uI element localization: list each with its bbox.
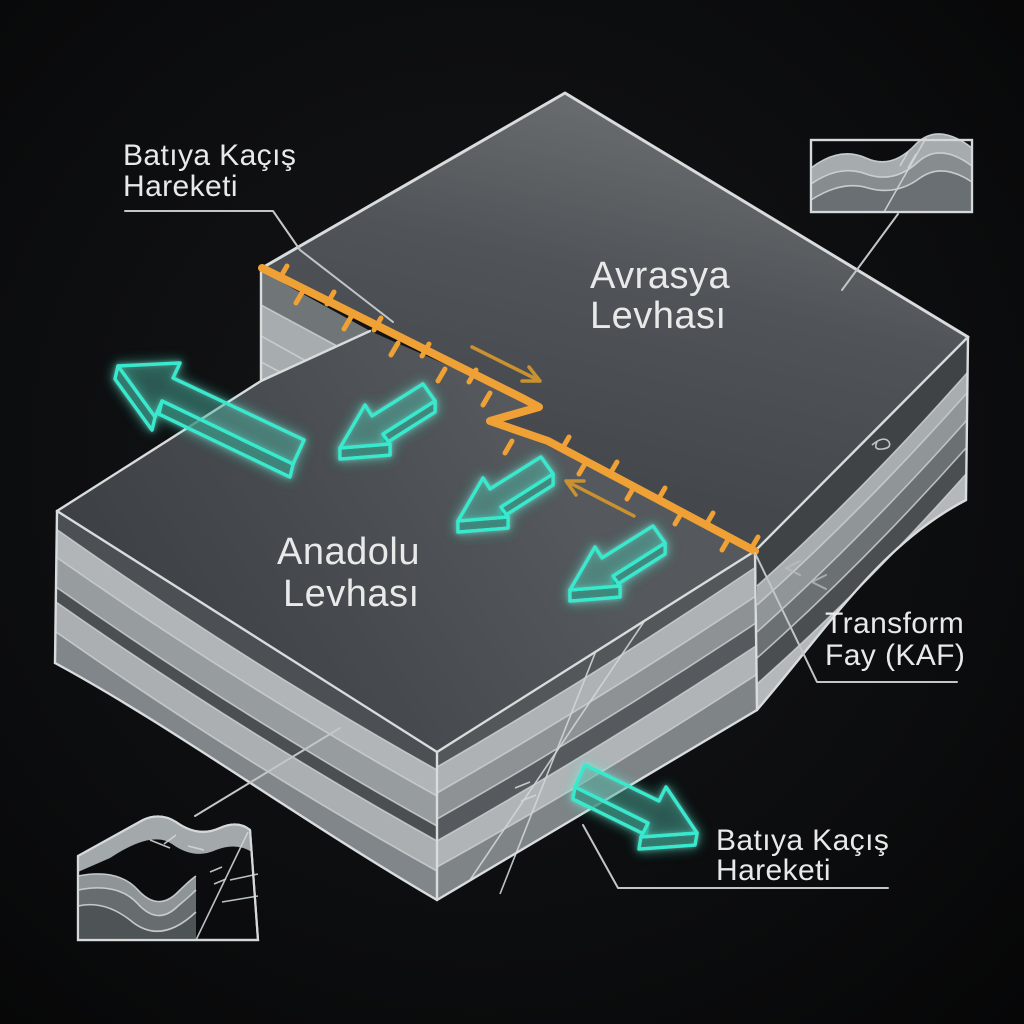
escape-arrow-plate-2 — [456, 455, 555, 534]
slip-arrow-upper — [470, 345, 542, 383]
label-anatolian-plate: Anadolu Levhası — [277, 531, 420, 615]
leader-inset-bottom-left — [194, 727, 341, 817]
anatolian-right-face — [436, 551, 757, 900]
fault-hachure-ticks — [277, 263, 761, 553]
label-escape-bottom-right-line1: Batıya Kaçış — [716, 824, 889, 857]
slip-arrow-lower — [564, 479, 636, 518]
label-fault-line2: Fay (KAF) — [825, 639, 965, 672]
anatolian-left-face — [55, 511, 438, 900]
label-escape-bottom-right-line2: Hareketi — [716, 854, 831, 887]
label-escape-bottom-right: Batıya Kaçış Hareketi — [716, 824, 889, 887]
leader-escape-top-left — [124, 210, 394, 323]
escape-arrow-west-large — [113, 361, 306, 479]
label-eurasia-line1: Avrasya — [590, 255, 730, 297]
label-transform-fault: Transform Fay (KAF) — [825, 607, 965, 672]
label-eurasian-plate: Avrasya Levhası — [590, 255, 730, 337]
label-anatolia-line2: Levhası — [283, 573, 420, 615]
labels: Batıya Kaçış Hareketi Avrasya Levhası An… — [123, 139, 965, 887]
escape-arrow-plate-3 — [568, 524, 667, 603]
label-escape-top-left-line2: Hareketi — [123, 170, 238, 203]
inset-bottom-left — [76, 815, 260, 942]
leader-inset-top-right — [841, 213, 899, 291]
escape-arrows — [113, 361, 699, 851]
strata-squiggle — [871, 438, 891, 450]
label-escape-top-left-line1: Batıya Kaçış — [123, 139, 296, 172]
fault-line — [258, 264, 759, 555]
eurasian-plate — [261, 93, 968, 710]
inset-slip-marks — [899, 151, 917, 169]
leader-escape-bottom-right — [582, 824, 889, 889]
inset-fault-line — [195, 831, 249, 941]
escape-arrow-southeast — [571, 763, 699, 851]
fault-end-chevrons — [783, 560, 827, 590]
leader-lines — [124, 210, 958, 889]
plate-edges — [53, 91, 970, 902]
label-escape-top-left: Batıya Kaçış Hareketi — [123, 139, 296, 203]
inset-top-right — [809, 133, 974, 214]
label-eurasia-line2: Levhası — [590, 295, 727, 337]
inset-fault-line — [883, 137, 927, 213]
label-fault-line1: Transform — [825, 607, 964, 640]
eurasian-layered-face — [755, 337, 968, 710]
inset-slip-marks — [209, 866, 227, 885]
escape-arrow-plate-1 — [338, 382, 437, 461]
eurasian-top-surface — [262, 93, 968, 551]
transform-fault — [258, 263, 827, 590]
leader-fault-label — [754, 552, 958, 683]
label-anatolia-line1: Anadolu — [277, 531, 420, 573]
